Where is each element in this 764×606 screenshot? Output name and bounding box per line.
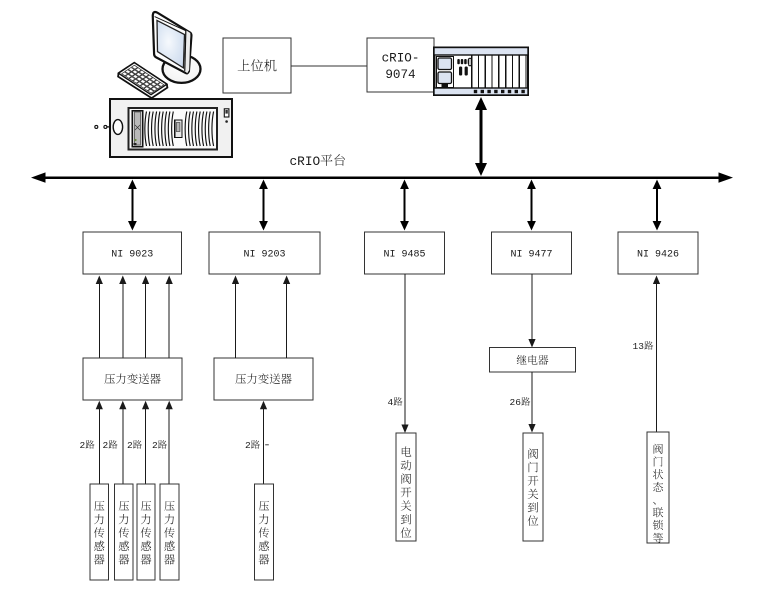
svg-text:2: 2: [152, 440, 158, 451]
svg-text:26: 26: [510, 397, 522, 408]
svg-text:cRIO-: cRIO-: [382, 52, 420, 66]
svg-text:9074: 9074: [385, 68, 415, 82]
svg-text:NI 9203: NI 9203: [243, 250, 285, 261]
svg-text:13: 13: [633, 341, 645, 352]
svg-text:NI 9023: NI 9023: [111, 250, 153, 261]
svg-text:2: 2: [103, 440, 109, 451]
svg-text:4: 4: [388, 397, 394, 408]
svg-text:cRIO: cRIO: [290, 154, 321, 169]
svg-text:NI 9426: NI 9426: [637, 250, 679, 261]
svg-text:NI 9477: NI 9477: [510, 250, 552, 261]
svg-text:2: 2: [245, 440, 251, 451]
svg-text:2: 2: [80, 440, 86, 451]
svg-text:NI 9485: NI 9485: [383, 250, 425, 261]
svg-text:2: 2: [127, 440, 133, 451]
